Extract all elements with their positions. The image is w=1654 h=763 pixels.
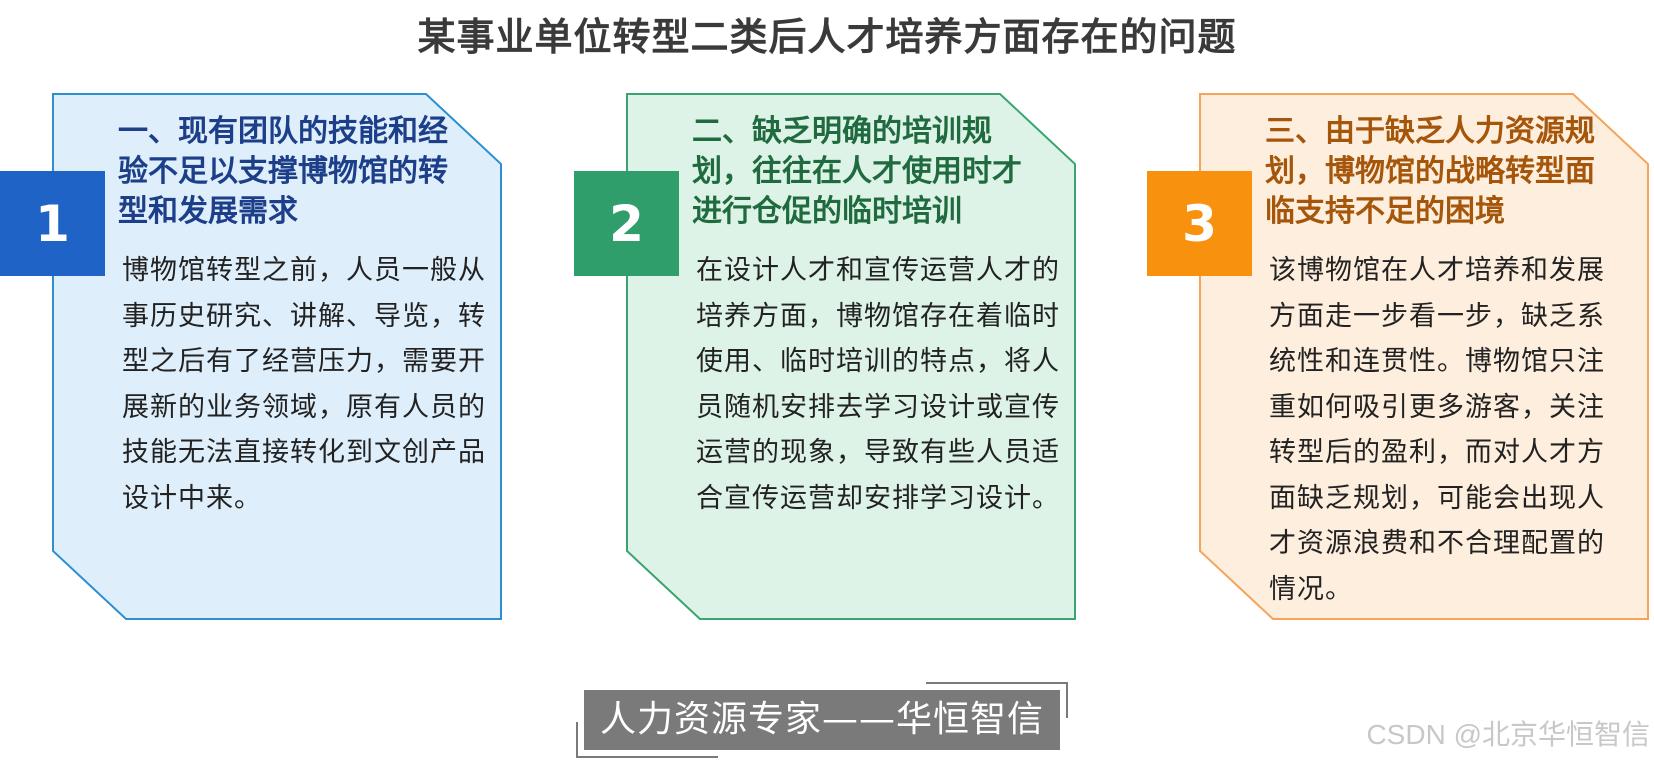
watermark: CSDN @北京华恒智信	[1366, 719, 1650, 750]
number-badge-3: 3	[1147, 171, 1252, 276]
card-3-body: 该博物馆在人才培养和发展方面走一步看一步，缺乏系统性和连贯性。博物馆只注重如何吸…	[1269, 255, 1605, 605]
brand-corner-decoration	[926, 682, 1068, 718]
card-1-body: 博物馆转型之前，人员一般从事历史研究、讲解、导览，转型之后有了经营压力，需要开展…	[122, 255, 486, 514]
card-2-frame	[626, 93, 1076, 620]
card-3-heading: 三、由于缺乏人力资源规划，博物馆的战略转型面临支持不足的困境	[1265, 114, 1595, 229]
card-3-frame	[1199, 93, 1649, 620]
card-2-body: 在设计人才和宣传运营人才的培养方面，博物馆存在着临时使用、临时培训的特点，将人员…	[696, 255, 1060, 514]
page-title: 某事业单位转型二类后人才培养方面存在的问题	[417, 15, 1237, 59]
card-1-heading: 一、现有团队的技能和经验不足以支撑博物馆的转型和发展需求	[118, 114, 448, 229]
brand-corner-decoration	[576, 722, 718, 758]
problem-card-3: 三、由于缺乏人力资源规划，博物馆的战略转型面临支持不足的困境 该博物馆在人才培养…	[1199, 93, 1649, 620]
problem-card-1: 一、现有团队的技能和经验不足以支撑博物馆的转型和发展需求 博物馆转型之前，人员一…	[52, 93, 502, 620]
number-badge-2: 2	[574, 171, 679, 276]
brand-banner: 人力资源专家——华恒智信	[576, 682, 1068, 758]
number-badge-1: 1	[0, 171, 105, 276]
card-1-frame	[52, 93, 502, 620]
problem-card-2: 二、缺乏明确的培训规划，往往在人才使用时才进行仓促的临时培训 在设计人才和宣传运…	[626, 93, 1076, 620]
brand-text: 人力资源专家——华恒智信	[599, 699, 1044, 740]
card-2-heading: 二、缺乏明确的培训规划，往往在人才使用时才进行仓促的临时培训	[692, 114, 1022, 229]
brand-background	[584, 690, 1060, 750]
